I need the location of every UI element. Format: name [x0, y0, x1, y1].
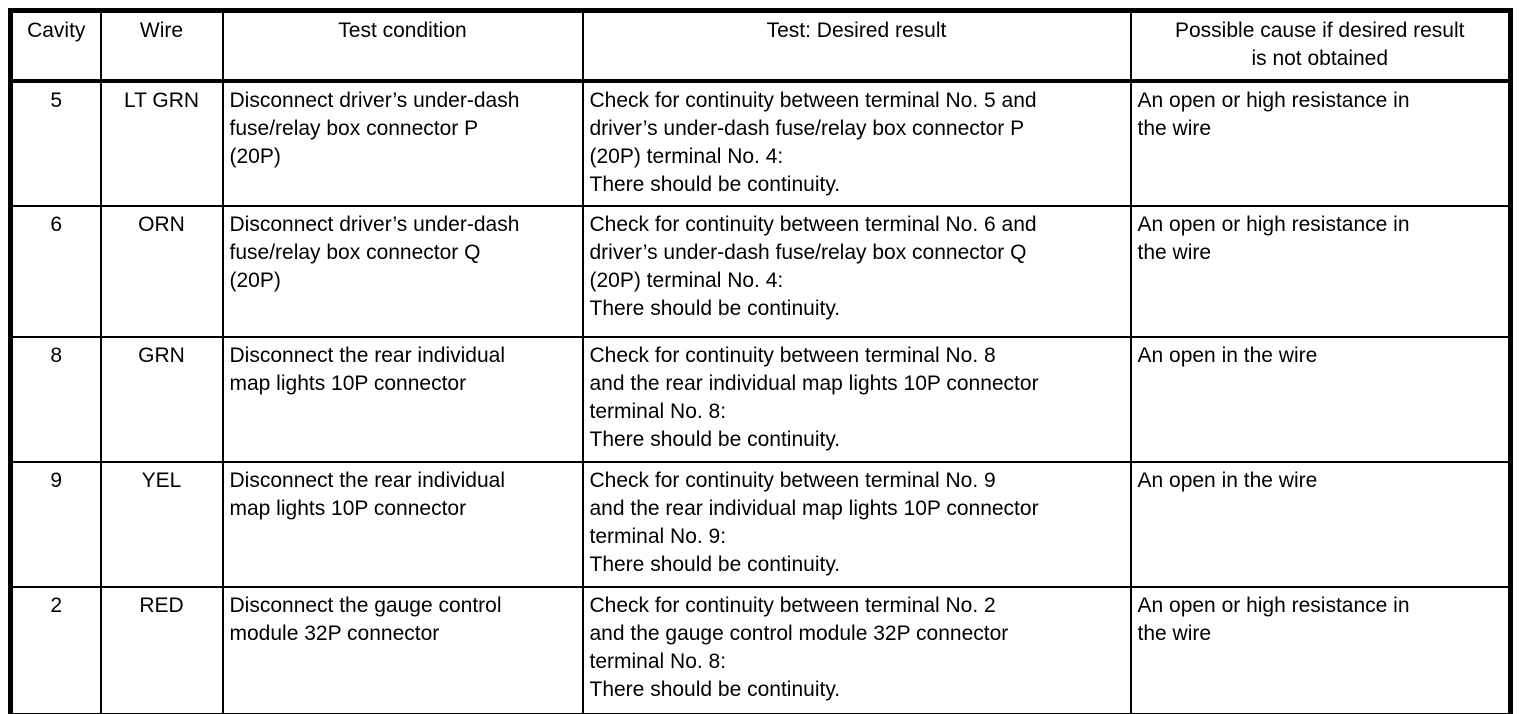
- table-header-row: Cavity Wire Test condition Test: Desired…: [9, 9, 1512, 83]
- table-row: 8 GRN Disconnect the rear individual map…: [9, 336, 1512, 463]
- cell-wire: ORN: [99, 205, 224, 338]
- cell-wire: LT GRN: [99, 80, 224, 207]
- table-row: 6 ORN Disconnect driver’s under-dash fus…: [9, 205, 1512, 338]
- cell-test-condition: Disconnect the gauge control module 32P …: [221, 586, 584, 714]
- cell-test-result: Check for continuity between terminal No…: [581, 461, 1132, 588]
- table-row: 5 LT GRN Disconnect driver’s under-dash …: [9, 80, 1512, 207]
- table-row: 2 RED Disconnect the gauge control modul…: [9, 586, 1512, 714]
- column-header-cavity: Cavity: [9, 9, 102, 83]
- cell-test-result: Check for continuity between terminal No…: [581, 586, 1132, 714]
- cell-test-condition: Disconnect the rear individual map light…: [221, 461, 584, 588]
- cell-wire: YEL: [99, 461, 224, 588]
- cell-wire: GRN: [99, 336, 224, 463]
- cell-possible-cause: An open in the wire: [1129, 336, 1512, 463]
- cell-cavity: 2: [9, 586, 102, 714]
- wire-test-table: Cavity Wire Test condition Test: Desired…: [8, 8, 1513, 714]
- cell-test-result: Check for continuity between terminal No…: [581, 80, 1132, 207]
- cell-test-result: Check for continuity between terminal No…: [581, 336, 1132, 463]
- cell-test-condition: Disconnect driver’s under-dash fuse/rela…: [221, 80, 584, 207]
- cell-possible-cause: An open or high resistance in the wire: [1129, 205, 1512, 338]
- cell-test-condition: Disconnect driver’s under-dash fuse/rela…: [221, 205, 584, 338]
- cell-cavity: 5: [9, 80, 102, 207]
- cell-possible-cause: An open or high resistance in the wire: [1129, 586, 1512, 714]
- table-row: 9 YEL Disconnect the rear individual map…: [9, 461, 1512, 588]
- cell-cavity: 6: [9, 205, 102, 338]
- column-header-test-condition: Test condition: [221, 9, 584, 83]
- cell-test-condition: Disconnect the rear individual map light…: [221, 336, 584, 463]
- column-header-wire: Wire: [99, 9, 224, 83]
- cell-wire: RED: [99, 586, 224, 714]
- cell-possible-cause: An open or high resistance in the wire: [1129, 80, 1512, 207]
- cell-possible-cause: An open in the wire: [1129, 461, 1512, 588]
- column-header-possible-cause: Possible cause if desired result is not …: [1129, 9, 1512, 83]
- cell-cavity: 8: [9, 336, 102, 463]
- column-header-test-result: Test: Desired result: [581, 9, 1132, 83]
- cell-cavity: 9: [9, 461, 102, 588]
- cell-test-result: Check for continuity between terminal No…: [581, 205, 1132, 338]
